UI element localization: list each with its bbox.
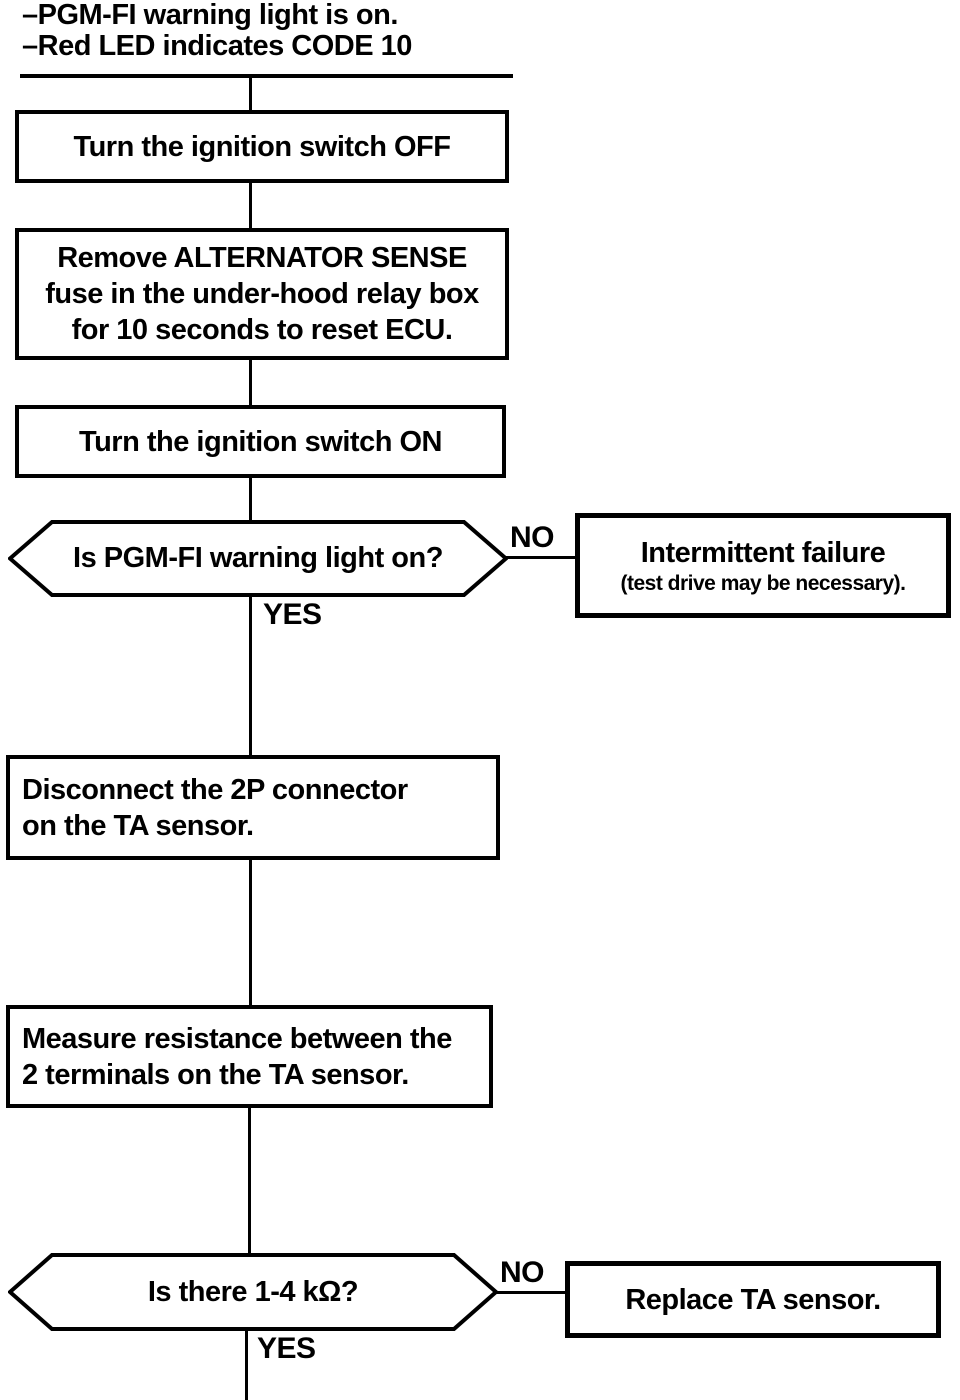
result-replace-sensor: Replace TA sensor. bbox=[565, 1261, 941, 1338]
step-label: Turn the ignition switch ON bbox=[79, 425, 442, 458]
step-measure-resistance: Measure resistance between the 2 termina… bbox=[6, 1005, 493, 1108]
connector-line bbox=[505, 556, 576, 559]
result-subtitle: (test drive may be necessary). bbox=[620, 571, 907, 595]
symptom-line-1: –PGM-FI warning light is on. bbox=[22, 0, 398, 31]
result-intermittent-failure: Intermittent failure (test drive may be … bbox=[575, 513, 951, 618]
result-title: Replace TA sensor. bbox=[625, 1283, 881, 1316]
step-remove-fuse: Remove ALTERNATOR SENSE fuse in the unde… bbox=[15, 228, 509, 360]
symptom-line-2: –Red LED indicates CODE 10 bbox=[22, 30, 412, 62]
header-separator-line bbox=[20, 74, 513, 78]
connector-line bbox=[249, 360, 252, 405]
step-turn-ignition-off: Turn the ignition switch OFF bbox=[15, 110, 509, 183]
branch-label-no: NO bbox=[500, 1256, 545, 1289]
step-label: Turn the ignition switch OFF bbox=[73, 130, 451, 163]
connector-line bbox=[495, 1291, 566, 1294]
connector-line bbox=[245, 1331, 248, 1400]
branch-label-no: NO bbox=[510, 521, 555, 554]
decision-hexagon-shape bbox=[8, 1253, 498, 1331]
step-disconnect-connector: Disconnect the 2P connector on the TA se… bbox=[6, 755, 500, 860]
connector-line bbox=[249, 478, 252, 520]
decision-hexagon-shape bbox=[8, 520, 508, 597]
connector-line bbox=[249, 597, 252, 755]
branch-label-yes: YES bbox=[263, 598, 322, 631]
step-label-line: Remove ALTERNATOR SENSE bbox=[57, 242, 467, 274]
connector-line bbox=[248, 1108, 251, 1253]
step-turn-ignition-on: Turn the ignition switch ON bbox=[15, 405, 506, 478]
connector-line bbox=[249, 183, 252, 228]
connector-line bbox=[249, 78, 252, 112]
step-label-line: Measure resistance between the bbox=[22, 1022, 452, 1055]
decision-resistance: Is there 1-4 kΩ? bbox=[8, 1253, 498, 1331]
branch-label-yes: YES bbox=[257, 1332, 316, 1365]
step-label-line: Disconnect the 2P connector bbox=[22, 773, 408, 806]
decision-question: Is PGM-FI warning light on? bbox=[73, 542, 443, 574]
result-title: Intermittent failure bbox=[640, 536, 886, 569]
step-label-line: fuse in the under-hood relay box bbox=[45, 278, 479, 310]
decision-warning-light: Is PGM-FI warning light on? bbox=[8, 520, 508, 597]
connector-line bbox=[249, 860, 252, 1005]
decision-question: Is there 1-4 kΩ? bbox=[147, 1275, 359, 1308]
step-label-line: on the TA sensor. bbox=[22, 809, 254, 842]
step-label-line: 2 terminals on the TA sensor. bbox=[22, 1058, 409, 1091]
step-label-line: for 10 seconds to reset ECU. bbox=[71, 314, 453, 346]
